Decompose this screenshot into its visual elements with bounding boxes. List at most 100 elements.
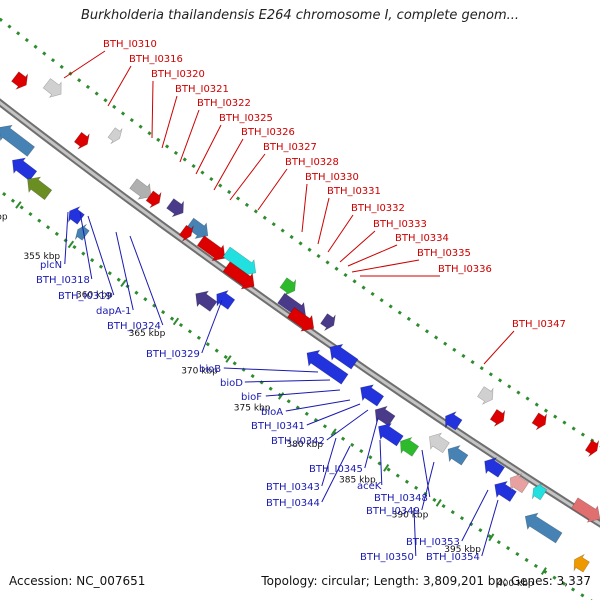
forward-gene-leader [301, 183, 308, 233]
kbp-tick [277, 392, 285, 400]
forward-gene-arrow [320, 313, 336, 331]
forward-gene-arrow [145, 190, 162, 209]
reverse-gene-leader [265, 389, 341, 397]
reverse-gene-label: BTH_I0354 [426, 552, 480, 563]
forward-gene-leader [347, 244, 398, 267]
forward-gene-label: BTH_I0333 [373, 219, 427, 230]
kbp-tick [172, 317, 180, 326]
forward-gene-label: BTH_I0330 [305, 172, 359, 183]
kbp-tick [330, 428, 337, 437]
reverse-gene-label: BTH_I0350 [360, 552, 414, 563]
kbp-tick-label: 360 kbp [76, 291, 113, 301]
forward-gene-leader [317, 197, 330, 245]
forward-gene-arrow [11, 71, 29, 90]
map-title: Burkholderia thailandensis E264 chromoso… [80, 8, 520, 23]
reverse-gene-leader [364, 417, 379, 469]
forward-gene-arrow [286, 307, 315, 332]
kbp-tick [488, 533, 495, 542]
forward-gene-label: BTH_I0332 [351, 203, 405, 214]
reverse-gene-label: BTH_I0324 [107, 321, 161, 332]
reverse-gene-arrow [445, 411, 463, 431]
forward-gene-label: BTH_I0322 [197, 98, 251, 109]
forward-gene-leader [161, 95, 178, 149]
reverse-gene-leader [321, 445, 351, 503]
forward-gene-arrow [42, 78, 62, 98]
kbp-tick [383, 463, 390, 472]
reverse-gene-leader [306, 403, 361, 426]
reverse-gene-arrow [67, 205, 85, 225]
reverse-gene-label: aceK [357, 481, 382, 492]
reverse-dotted-track [0, 189, 593, 600]
reverse-gene-label: BTH_I0344 [266, 498, 320, 509]
reverse-gene-label: BTH_I0329 [146, 349, 200, 360]
forward-gene-label: BTH_I0334 [395, 233, 449, 244]
kbp-tick-label: 350 kbp [0, 212, 8, 222]
reverse-gene-label: BTH_I0341 [251, 421, 305, 432]
reverse-gene-leader [421, 461, 435, 511]
reverse-gene-leader [115, 231, 134, 311]
forward-gene-label: BTH_I0320 [151, 69, 205, 80]
reverse-gene-leader [413, 507, 417, 557]
reverse-gene-label: bioD [220, 378, 243, 389]
forward-gene-arrow [196, 235, 226, 262]
reverse-gene-arrow [329, 343, 359, 370]
reverse-gene-leader [285, 399, 351, 412]
forward-gene-arrow [107, 127, 123, 144]
topology-text: Topology: circular; Length: 3,809,201 bp… [261, 574, 591, 588]
reverse-gene-arrow [447, 444, 469, 466]
forward-dotted-track [0, 17, 600, 448]
reverse-gene-leader [201, 299, 223, 354]
kbp-tick [120, 279, 127, 288]
reverse-gene-arrow [484, 457, 506, 478]
reverse-gene-arrow [573, 553, 590, 573]
forward-gene-leader [229, 153, 266, 201]
kbp-tick-label: 380 kbp [286, 440, 323, 450]
reverse-gene-label: BTH_I0318 [36, 275, 90, 286]
reverse-gene-label: BTH_I0345 [309, 464, 363, 475]
reverse-gene-leader [223, 367, 319, 373]
forward-gene-label: BTH_I0326 [241, 127, 295, 138]
forward-gene-arrow [489, 408, 506, 427]
kbp-tick [540, 567, 547, 575]
reverse-gene-leader [87, 215, 115, 296]
reverse-gene-label: BTH_I0353 [406, 537, 460, 548]
kbp-tick [225, 355, 232, 363]
forward-gene-label: BTH_I0335 [417, 248, 471, 259]
forward-gene-leader [339, 230, 376, 263]
forward-gene-arrow [222, 261, 255, 290]
reverse-gene-label: BTH_I0342 [271, 436, 325, 447]
reverse-gene-leader [461, 489, 489, 542]
forward-gene-leader [483, 330, 515, 365]
reverse-gene-arrow [12, 157, 38, 182]
reverse-gene-arrow [524, 512, 563, 544]
forward-gene-label: BTH_I0321 [175, 84, 229, 95]
reverse-gene-leader [379, 439, 383, 486]
reverse-gene-leader [79, 211, 93, 280]
reverse-gene-arrow [378, 423, 404, 447]
reverse-gene-arrow [360, 384, 385, 407]
forward-gene-arrow [166, 198, 184, 218]
kbp-tick-label: 375 kbp [234, 403, 271, 413]
forward-gene-leader [213, 138, 244, 191]
reverse-gene-arrow [532, 482, 548, 501]
reverse-gene-arrow [374, 405, 396, 427]
forward-gene-label: BTH_I0310 [103, 39, 157, 50]
reverse-gene-leader [244, 379, 331, 383]
reverse-gene-arrow [27, 176, 53, 201]
kbp-tick-label: 400 kbp [497, 579, 534, 589]
forward-gene-arrow [129, 178, 152, 200]
kbp-tick [435, 499, 442, 507]
kbp-tick-label: 370 kbp [181, 367, 218, 377]
reverse-gene-label: BTH_I0319 [58, 291, 112, 302]
reverse-gene-label: BTH_I0348 [374, 493, 428, 504]
forward-gene-arrow [584, 439, 600, 457]
forward-gene-arrow [178, 224, 194, 242]
forward-gene-arrow [73, 131, 90, 150]
forward-gene-label: BTH_I0327 [263, 142, 317, 153]
reverse-gene-label: bioB [199, 364, 221, 375]
reverse-gene-arrow [306, 349, 349, 385]
reverse-gene-arrow [195, 290, 218, 312]
forward-gene-leader [107, 65, 132, 107]
kbp-tick [15, 201, 22, 209]
reverse-gene-arrow [0, 124, 36, 157]
